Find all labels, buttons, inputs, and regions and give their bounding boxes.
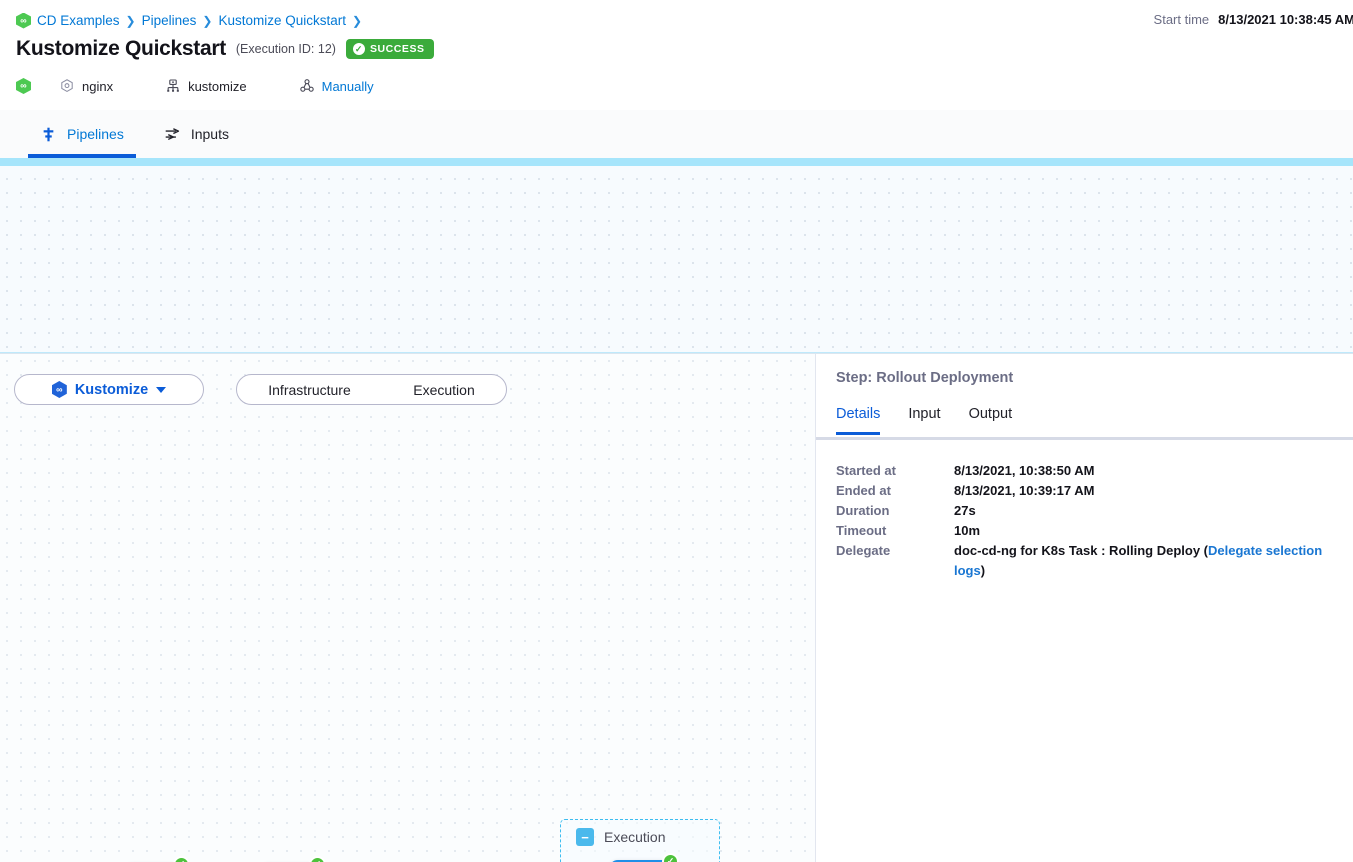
step-details-panel: Step: Rollout Deployment Details Input O… <box>815 354 1353 862</box>
breadcrumb-item-kustomize-quickstart[interactable]: Kustomize Quickstart <box>218 13 346 28</box>
breadcrumb-item-cd-examples[interactable]: CD Examples <box>37 13 120 28</box>
minus-icon[interactable]: − <box>576 828 594 846</box>
step-details-table: Started at 8/13/2021, 10:38:50 AM Ended … <box>836 461 1333 581</box>
execution-group-title: Execution <box>604 829 666 845</box>
tab-output[interactable]: Output <box>968 406 1013 422</box>
chevron-right-icon: ❯ <box>202 13 213 28</box>
breadcrumb: ∞ CD Examples ❯ Pipelines ❯ Kustomize Qu… <box>16 0 1337 30</box>
step-title: Step: Rollout Deployment <box>836 370 1014 386</box>
execution-group-header[interactable]: − Execution <box>576 828 665 846</box>
tab-inputs[interactable]: Inputs <box>164 110 229 158</box>
stage-selector-dropdown[interactable]: ∞ Kustomize <box>14 374 204 405</box>
detail-key: Ended at <box>836 483 891 498</box>
tab-divider <box>816 437 1353 440</box>
detail-value: 10m <box>954 523 981 538</box>
harness-hex-icon: ∞ <box>16 78 31 94</box>
section-infrastructure[interactable]: Infrastructure <box>268 381 351 398</box>
pipeline-meta-row: ∞ nginx kustomize <box>16 72 1337 100</box>
delegate-value-prefix: doc-cd-ng for K8s Task : Rolling Deploy … <box>954 543 1208 558</box>
detail-key: Timeout <box>836 523 887 538</box>
status-badge-label: SUCCESS <box>369 43 425 55</box>
meta-infrastructure: kustomize <box>165 78 247 94</box>
page-title: Kustomize Quickstart <box>16 37 226 60</box>
main-tabs: Pipelines Inputs <box>0 110 1353 158</box>
detail-value: 8/13/2021, 10:39:17 AM <box>954 483 1095 498</box>
detail-value: 8/13/2021, 10:38:50 AM <box>954 463 1095 478</box>
node-card[interactable] <box>609 860 671 862</box>
tab-input[interactable]: Input <box>908 406 941 422</box>
tab-pipelines[interactable]: Pipelines <box>28 110 136 158</box>
tab-inputs-label: Inputs <box>190 126 229 142</box>
chevron-down-icon[interactable] <box>156 386 167 393</box>
meta-trigger[interactable]: Manually <box>299 78 374 94</box>
start-time-label: Start time <box>1153 12 1210 27</box>
detail-key: Delegate <box>836 543 891 558</box>
execution-id: (Execution ID: 12) <box>235 42 336 56</box>
stage-sections-toggle[interactable]: Infrastructure Execution <box>236 374 507 405</box>
meta-infrastructure-label: kustomize <box>188 78 247 94</box>
breadcrumb-item-pipelines[interactable]: Pipelines <box>141 13 197 28</box>
meta-trigger-label[interactable]: Manually <box>321 78 374 94</box>
status-badge: ✓ SUCCESS <box>345 39 434 59</box>
page-header: ∞ CD Examples ❯ Pipelines ❯ Kustomize Qu… <box>0 0 1353 110</box>
chevron-right-icon: ❯ <box>125 13 136 28</box>
detail-row-duration: Duration 27s <box>836 501 1333 521</box>
start-time-value: 8/13/2021 10:38:45 AM <box>1218 12 1353 27</box>
canvas-area: ∞ ✓ Kustomize ∞ Kustomize Infrastructure <box>0 158 1353 862</box>
service-hex-icon <box>61 79 73 93</box>
delegate-value-suffix: ) <box>980 563 986 578</box>
detail-value: doc-cd-ng for K8s Task : Rolling Deploy … <box>954 541 1333 581</box>
meta-service: nginx <box>59 78 113 94</box>
detail-key: Started at <box>836 463 896 478</box>
detail-row-started-at: Started at 8/13/2021, 10:38:50 AM <box>836 461 1333 481</box>
status-success-icon: ✓ <box>309 856 326 862</box>
delegate-selection-logs-link[interactable]: Delegate selection logs <box>954 543 1323 578</box>
tab-pipelines-label: Pipelines <box>67 126 124 142</box>
pipeline-graph-overview[interactable]: ∞ ✓ Kustomize <box>0 158 1353 452</box>
harness-hex-icon: ∞ <box>16 12 31 29</box>
section-execution[interactable]: Execution <box>413 381 475 398</box>
start-time: Start time 8/13/2021 10:38:45 AM <box>1154 12 1353 27</box>
pipeline-icon <box>43 127 54 141</box>
check-icon: ✓ <box>352 43 365 55</box>
harness-hex-icon: ∞ <box>51 381 67 398</box>
status-success-icon: ✓ <box>173 856 190 862</box>
tab-underline-strip <box>0 158 1353 166</box>
kubernetes-infra-icon <box>167 79 179 92</box>
tab-details[interactable]: Details <box>836 406 881 435</box>
stage-selector-label: Kustomize <box>74 381 149 398</box>
title-row: Kustomize Quickstart (Execution ID: 12) … <box>16 32 1337 66</box>
detail-row-timeout: Timeout 10m <box>836 521 1333 541</box>
detail-value: 27s <box>954 503 976 518</box>
step-tabs: Details Input Output <box>836 406 1333 435</box>
detail-row-ended-at: Ended at 8/13/2021, 10:39:17 AM <box>836 481 1333 501</box>
step-details-content: Step: Rollout Deployment Details Input O… <box>816 354 1353 581</box>
inputs-icon <box>165 127 179 140</box>
detail-key: Duration <box>836 503 890 518</box>
trigger-icon <box>299 79 314 92</box>
node-rollout-deployment[interactable]: ✓ <box>609 853 679 862</box>
chevron-right-icon: ❯ <box>352 13 363 28</box>
stage-graph[interactable]: ∞ Kustomize Infrastructure Execution <box>0 353 1353 862</box>
detail-row-delegate: Delegate doc-cd-ng for K8s Task : Rollin… <box>836 541 1333 581</box>
status-success-icon: ✓ <box>662 853 679 862</box>
meta-service-label: nginx <box>82 78 114 94</box>
